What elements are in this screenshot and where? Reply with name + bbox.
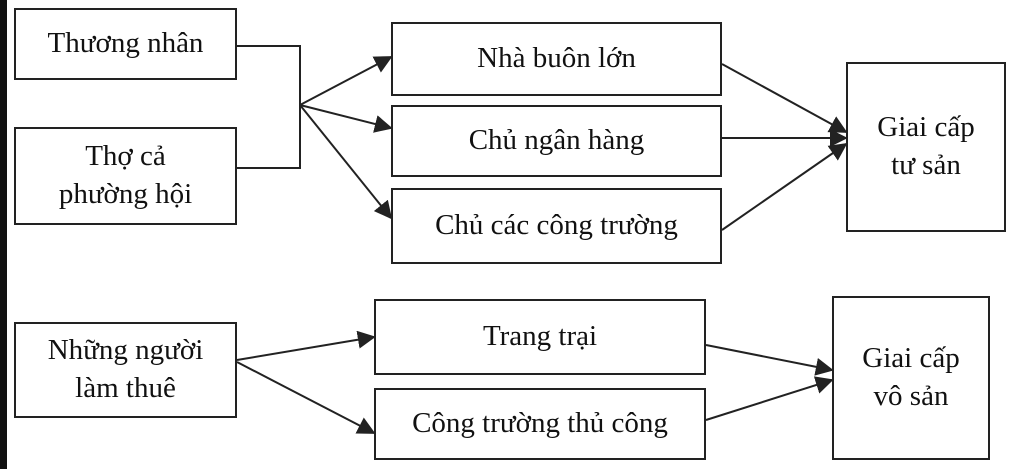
box-trang-trai: Trang trại <box>374 299 706 375</box>
image-left-border <box>0 0 7 469</box>
box-tho-ca-phuong-hoi: Thợ cả phường hội <box>14 127 237 225</box>
box-chu-cac-cong-truong: Chủ các công trường <box>391 188 722 264</box>
label-cong-truong-thu-cong: Công trường thủ công <box>412 407 668 440</box>
label-lam-thue-line2: làm thuê <box>75 372 176 404</box>
arrow-to-nha-buon-lon <box>299 56 393 106</box>
box-cong-truong-thu-cong: Công trường thủ công <box>374 388 706 460</box>
label-lam-thue-line1: Những người <box>47 334 204 367</box>
box-giai-cap-vo-san: Giai cấp vô sản <box>832 296 990 460</box>
arrow-cong-truong-to-tu-san <box>721 142 848 231</box>
label-trang-trai: Trang trại <box>482 320 598 353</box>
label-nhung-nguoi-lam-thue: Những người làm thuê <box>48 332 204 407</box>
label-tho-ca-line2: phường hội <box>58 178 193 210</box>
label-vo-san-line2: vô sản <box>873 380 949 412</box>
arrow-to-cong-truong-thu-cong <box>236 361 376 434</box>
arrow-to-chu-ngan-hang <box>299 104 393 133</box>
label-tu-san-line1: Giai cấp <box>877 111 975 144</box>
box-nha-buon-lon: Nhà buôn lớn <box>391 22 722 96</box>
label-giai-cap-vo-san: Giai cấp vô sản <box>862 340 959 415</box>
label-thuong-nhan: Thương nhân <box>47 27 204 60</box>
label-nha-buon-lon: Nhà buôn lớn <box>477 42 636 75</box>
box-giai-cap-tu-san: Giai cấp tư sản <box>846 62 1006 232</box>
arrow-to-chu-cong-truong <box>299 104 393 220</box>
arrow-trang-trai-to-vo-san <box>705 344 834 376</box>
arrow-thu-cong-to-vo-san <box>705 376 834 421</box>
box-chu-ngan-hang: Chủ ngân hàng <box>391 105 722 177</box>
label-chu-ngan-hang: Chủ ngân hàng <box>468 124 645 157</box>
label-giai-cap-tu-san: Giai cấp tư sản <box>877 109 974 184</box>
label-tho-ca-phuong-hoi: Thợ cả phường hội <box>59 138 192 213</box>
merge-bracket-top <box>237 45 301 169</box>
label-chu-cac-cong-truong: Chủ các công trường <box>435 209 678 242</box>
label-tho-ca-line1: Thợ cả <box>85 140 166 173</box>
box-nhung-nguoi-lam-thue: Những người làm thuê <box>14 322 237 418</box>
label-tu-san-line2: tư sản <box>891 149 961 181</box>
label-vo-san-line1: Giai cấp <box>862 342 960 375</box>
arrow-nha-buon-to-tu-san <box>721 63 848 133</box>
box-thuong-nhan: Thương nhân <box>14 8 237 80</box>
arrow-to-trang-trai <box>236 330 376 361</box>
